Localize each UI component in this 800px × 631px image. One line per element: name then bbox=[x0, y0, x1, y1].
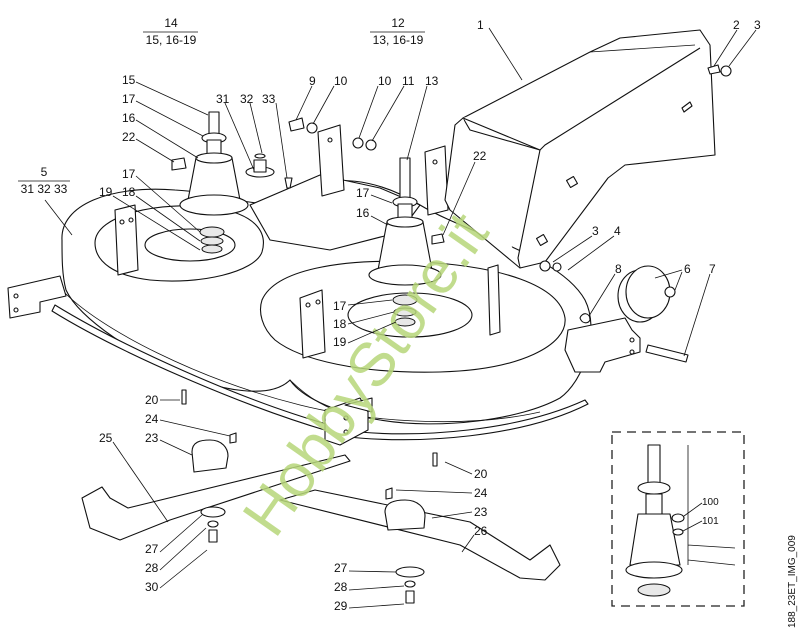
callout-8: 8 bbox=[615, 262, 622, 276]
deck-brackets bbox=[7, 124, 641, 446]
callout-10: 10 bbox=[378, 74, 392, 88]
callout-32: 32 bbox=[240, 92, 254, 106]
group-label-14: 14 15, 16-19 bbox=[143, 16, 198, 47]
hardware bbox=[171, 64, 732, 363]
callout-28: 28 bbox=[334, 580, 348, 594]
group-label-12: 12 13, 16-19 bbox=[370, 16, 425, 47]
callout-6: 6 bbox=[684, 262, 691, 276]
callout-27: 27 bbox=[334, 561, 348, 575]
callout-19: 19 bbox=[333, 335, 347, 349]
callout-13: 13 bbox=[425, 74, 439, 88]
callout-28: 28 bbox=[145, 561, 159, 575]
callout-23: 23 bbox=[474, 505, 488, 519]
callout-23: 23 bbox=[145, 431, 159, 445]
detail-inset bbox=[611, 431, 745, 607]
belt-cover bbox=[444, 29, 716, 269]
left-blade-assembly bbox=[81, 389, 351, 543]
callout-22: 22 bbox=[122, 130, 136, 144]
callout-17: 17 bbox=[122, 167, 136, 181]
image-reference: 188_23ET_IMG_009 bbox=[787, 535, 798, 628]
group-components: 13, 16-19 bbox=[373, 33, 424, 47]
callout-17: 17 bbox=[333, 299, 347, 313]
callout-9: 9 bbox=[309, 74, 316, 88]
callout-19: 19 bbox=[99, 185, 113, 199]
right-spindle bbox=[368, 157, 442, 327]
callout-7: 7 bbox=[709, 262, 716, 276]
callout-33: 33 bbox=[262, 92, 276, 106]
callout-100: 100 bbox=[702, 497, 719, 508]
callout-2: 2 bbox=[733, 18, 740, 32]
group-number: 14 bbox=[164, 16, 178, 30]
group-number: 5 bbox=[41, 165, 48, 179]
right-blade-assembly bbox=[279, 452, 561, 604]
callout-17: 17 bbox=[122, 92, 136, 106]
group-label-5: 5 31 32 33 bbox=[18, 165, 73, 236]
callout-20: 20 bbox=[474, 467, 488, 481]
callout-24: 24 bbox=[474, 486, 488, 500]
callout-16: 16 bbox=[122, 111, 136, 125]
callout-29: 29 bbox=[334, 599, 348, 613]
callout-20: 20 bbox=[145, 393, 159, 407]
callout-27: 27 bbox=[145, 542, 159, 556]
callout-18: 18 bbox=[122, 185, 136, 199]
callouts: 1 2 3 3 4 8 6 7 9 10 10 11 13 15 17 16 bbox=[99, 18, 761, 613]
callout-25: 25 bbox=[99, 431, 113, 445]
callout-22: 22 bbox=[473, 149, 487, 163]
group-components: 15, 16-19 bbox=[146, 33, 197, 47]
callout-18: 18 bbox=[333, 317, 347, 331]
callout-3: 3 bbox=[592, 224, 599, 238]
group-components: 31 32 33 bbox=[21, 182, 68, 196]
callout-3: 3 bbox=[754, 18, 761, 32]
callout-11: 11 bbox=[402, 74, 415, 88]
callout-101: 101 bbox=[702, 516, 719, 527]
callout-4: 4 bbox=[614, 224, 621, 238]
callout-24: 24 bbox=[145, 412, 159, 426]
callout-16: 16 bbox=[356, 206, 370, 220]
callout-1: 1 bbox=[477, 18, 484, 32]
callout-26: 26 bbox=[474, 524, 488, 538]
callout-31: 31 bbox=[216, 92, 230, 106]
callout-17: 17 bbox=[356, 186, 370, 200]
left-spindle bbox=[179, 111, 249, 254]
callout-15: 15 bbox=[122, 73, 136, 87]
callout-10: 10 bbox=[334, 74, 348, 88]
group-number: 12 bbox=[391, 16, 405, 30]
callout-30: 30 bbox=[145, 580, 159, 594]
